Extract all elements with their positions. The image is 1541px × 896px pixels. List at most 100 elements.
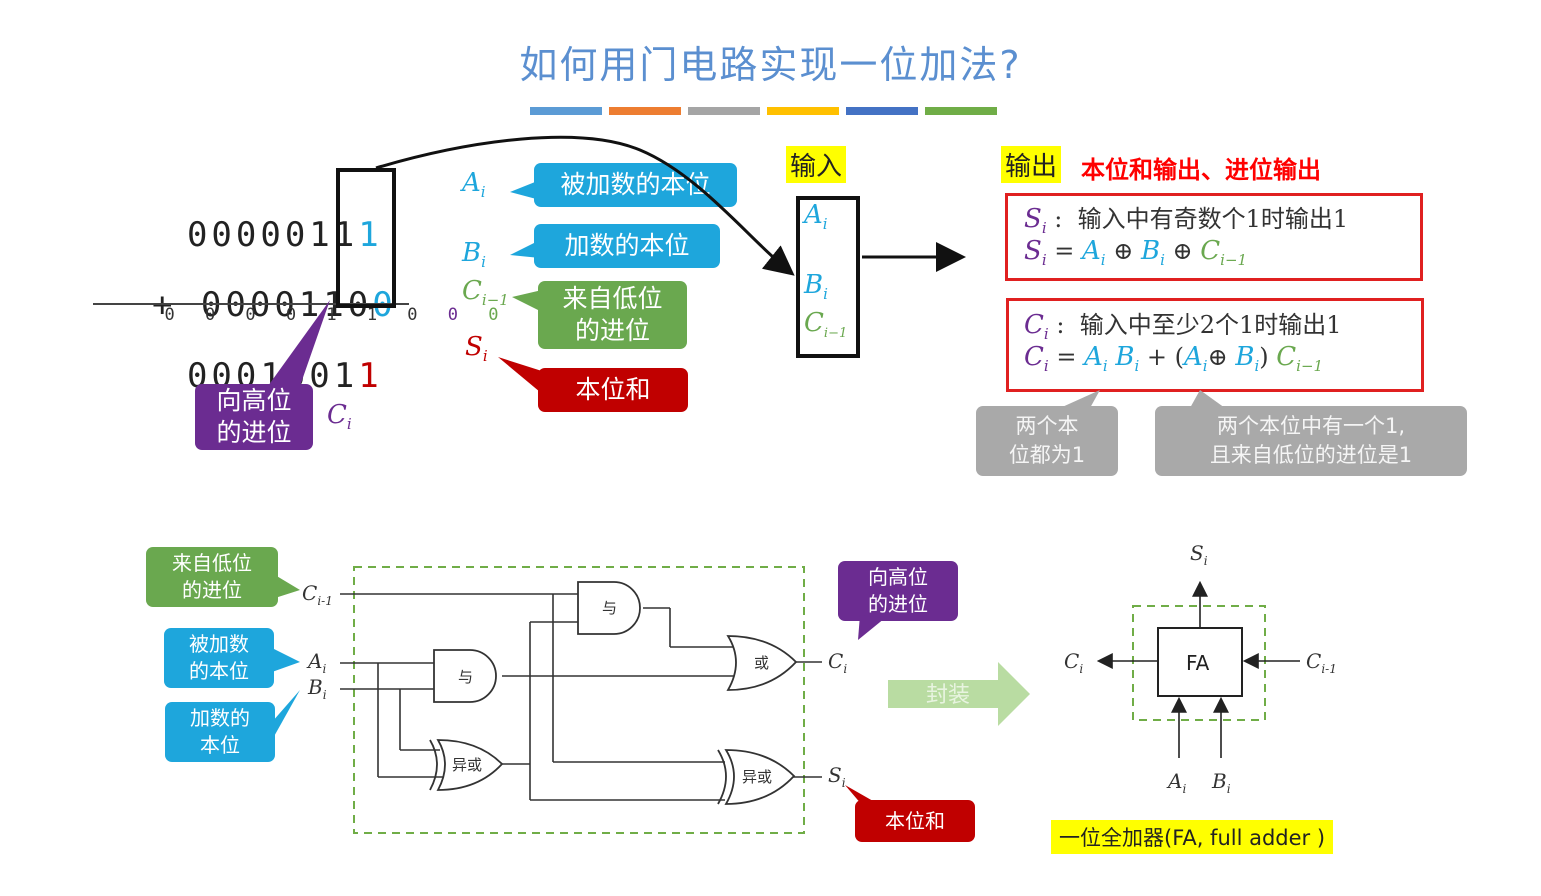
or-gate-label: 或 bbox=[754, 654, 769, 672]
circuit-carry-in-line2: 的进位 bbox=[182, 578, 242, 602]
legend-c-line2: 的进位 bbox=[574, 316, 650, 345]
color-bar bbox=[846, 107, 918, 115]
legend-b-label: 加数的本位 bbox=[564, 231, 690, 260]
fa-a-label: Ai bbox=[1166, 769, 1186, 796]
input-a-sub: i bbox=[822, 215, 828, 234]
output-subtitle: 本位和输出、进位输出 bbox=[1081, 156, 1321, 184]
sum-desc-text: 输入中有奇数个1时输出1 bbox=[1077, 205, 1349, 233]
carry-out-line2: 的进位 bbox=[216, 418, 292, 447]
sum-desc-line: Si : 输入中有奇数个1时输出1 bbox=[1024, 204, 1349, 238]
xor-gate-lower bbox=[436, 739, 504, 791]
note-one-with-carry-bubble: 两个本位中有一个1, 且来自低位的进位是1 bbox=[1155, 406, 1467, 476]
color-bar bbox=[925, 107, 997, 115]
carry-c-var: Ci bbox=[1024, 342, 1049, 376]
legend-a-bubble: 被加数的本位 bbox=[534, 163, 737, 207]
page-title: 如何用门电路实现一位加法? bbox=[519, 43, 1022, 87]
carry-b-var: Bi bbox=[1115, 342, 1140, 376]
circuit-carry-in-bubble: 来自低位 的进位 bbox=[146, 547, 278, 607]
fa-s-label: Si bbox=[1190, 541, 1208, 568]
carry-c2-var: Ci−1 bbox=[1276, 342, 1324, 376]
sum-rule bbox=[93, 303, 409, 305]
circuit-carry-in-line1: 来自低位 bbox=[172, 551, 252, 575]
and-gate-upper bbox=[577, 581, 641, 635]
carry-a-var: Ai bbox=[1084, 342, 1108, 376]
addend-digits: 0000011 bbox=[186, 215, 359, 255]
carry-b2-var: Bi bbox=[1235, 342, 1260, 376]
circuit-sum-bubble: 本位和 bbox=[855, 800, 975, 842]
input-b-var: Bi bbox=[804, 270, 828, 303]
color-bar bbox=[767, 107, 839, 115]
circuit-carry-out-pointer bbox=[858, 615, 885, 640]
addend-row: 00000111 bbox=[138, 175, 383, 255]
result-last-digit: 1 bbox=[358, 356, 383, 396]
legend-c-sub: i−1 bbox=[481, 291, 509, 310]
circuit-sum-pointer bbox=[845, 785, 880, 805]
legend-a-var: Ai bbox=[462, 168, 486, 201]
circuit-sum-label: 本位和 bbox=[885, 808, 945, 833]
input-a-letter: A bbox=[804, 200, 823, 230]
sum-s-var: Si bbox=[1024, 236, 1047, 270]
carry-desc-text: 输入中至少2个1时输出1 bbox=[1079, 311, 1342, 339]
xor-gate-upper-back bbox=[717, 749, 727, 805]
fa-block-label: FA bbox=[1186, 651, 1210, 675]
and-gate-upper-label: 与 bbox=[602, 599, 617, 617]
carry-out-pointer bbox=[268, 300, 330, 386]
note1-line1: 两个本 bbox=[1015, 414, 1079, 438]
carry-out-var-sub: i bbox=[346, 415, 352, 434]
color-bar bbox=[688, 107, 760, 115]
output-heading: 输出 bbox=[1001, 146, 1062, 183]
input-heading: 输入 bbox=[786, 146, 847, 183]
or-gate bbox=[726, 635, 798, 691]
legend-b-pointer bbox=[510, 240, 540, 258]
legend-s-bubble: 本位和 bbox=[538, 368, 688, 412]
circuit-a-pointer bbox=[272, 648, 300, 672]
circuit-carry-out-line1: 向高位 bbox=[868, 565, 928, 589]
xor-gate-upper-label: 异或 bbox=[742, 768, 772, 786]
circuit-b-label: Bi bbox=[307, 675, 327, 702]
legend-s-var: Si bbox=[465, 332, 488, 365]
legend-b-bubble: 加数的本位 bbox=[534, 224, 720, 268]
legend-s-pointer bbox=[498, 357, 545, 392]
input-a-var: Ai bbox=[804, 200, 828, 233]
fa-b-label: Bi bbox=[1211, 769, 1231, 796]
xor-gate-lower-label: 异或 bbox=[452, 756, 482, 774]
top-overlay bbox=[268, 135, 1225, 408]
carry-out-bubble: 向高位 的进位 bbox=[195, 384, 313, 450]
carry-desc-c-var: Ci bbox=[1024, 310, 1049, 344]
carry-desc-line: Ci : 输入中至少2个1时输出1 bbox=[1024, 310, 1342, 344]
legend-c-letter: C bbox=[462, 276, 482, 306]
sum-formula-line: Si = Ai ⊕ Bi ⊕ Ci−1 bbox=[1024, 236, 1248, 270]
carry-formula-line: Ci = Ai Bi + (Ai⊕ Bi) Ci−1 bbox=[1024, 342, 1324, 376]
note2-line1: 两个本位中有一个1, bbox=[1216, 414, 1406, 438]
legend-s-letter: S bbox=[465, 332, 483, 362]
circuit-a-bubble: 被加数 的本位 bbox=[164, 628, 274, 688]
and-gate-lower bbox=[433, 649, 497, 703]
circuit-diagram: 与 与 或 异或 异或 Ci-1 Ai Bi Ci Si 封装 FA Si Ci… bbox=[272, 541, 1337, 834]
carry-out-line1: 向高位 bbox=[216, 386, 292, 415]
circuit-a-line2: 的本位 bbox=[189, 659, 249, 683]
sum-b-var: Bi bbox=[1140, 236, 1165, 270]
input-b-letter: B bbox=[804, 270, 824, 300]
legend-a-sub: i bbox=[480, 183, 486, 202]
sum-formula-box bbox=[1005, 193, 1423, 281]
note2-pointer bbox=[1190, 390, 1225, 408]
legend-a-letter: A bbox=[462, 168, 481, 198]
input-c-var: Ci−1 bbox=[804, 308, 847, 341]
column-highlight-box bbox=[336, 168, 396, 308]
encapsulate-label: 封装 bbox=[926, 683, 970, 708]
circuit-a-label: Ai bbox=[306, 649, 326, 676]
carry-last-digit: 0 bbox=[488, 305, 509, 325]
legend-c-pointer bbox=[512, 290, 542, 312]
sum-desc-s-var: Si bbox=[1024, 204, 1047, 238]
circuit-carry-out-bubble: 向高位 的进位 bbox=[838, 561, 958, 621]
color-bar bbox=[609, 107, 681, 115]
carry-out-var: Ci bbox=[327, 400, 352, 433]
circuit-a-line1: 被加数 bbox=[189, 632, 249, 656]
legend-c-line1: 来自低位 bbox=[562, 284, 663, 313]
fa-cout-label: Ci bbox=[1064, 649, 1083, 676]
encapsulate-arrow bbox=[888, 662, 1030, 726]
input-c-sub: i−1 bbox=[823, 326, 848, 342]
carry-out-var-letter: C bbox=[327, 400, 347, 430]
circuit-carry-in-pointer bbox=[275, 575, 300, 598]
note1-pointer bbox=[1060, 390, 1100, 408]
